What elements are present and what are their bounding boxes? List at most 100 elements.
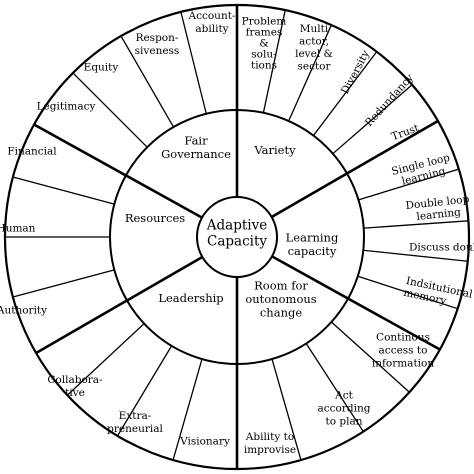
item-label-act-according-line: Act bbox=[334, 390, 353, 402]
dimension-label-governance-line: Fair bbox=[184, 133, 208, 147]
dimension-label-room-line: change bbox=[260, 306, 302, 320]
item-divider bbox=[330, 321, 410, 393]
item-label-multi-actor-line: sector bbox=[297, 60, 331, 72]
item-divider bbox=[363, 220, 469, 229]
dimension-divider bbox=[270, 119, 439, 219]
item-divider bbox=[288, 24, 332, 122]
item-label-continuous-access-line: access to bbox=[379, 345, 428, 357]
item-label-financial-line: Financial bbox=[7, 146, 57, 158]
dimension-divider bbox=[271, 255, 441, 351]
dimension-label-resources: Resources bbox=[125, 211, 185, 225]
item-label-legitimacy: Legitimacy bbox=[37, 101, 96, 113]
item-label-visionary: Visionary bbox=[179, 436, 230, 448]
item-label-visionary-line: Visionary bbox=[179, 436, 230, 448]
item-label-extrapreneurial-line: Extra- bbox=[119, 410, 152, 422]
item-label-problem-frames-line: frames bbox=[246, 27, 283, 39]
item-label-human: Human bbox=[0, 223, 36, 235]
dimension-label-leadership: Leadership bbox=[158, 291, 223, 305]
dimension-label-room-line: outonomous bbox=[245, 292, 316, 306]
wheel-lines bbox=[3, 3, 471, 471]
item-label-problem-frames-line: tions bbox=[251, 60, 277, 72]
item-label-problem-frames-line: & bbox=[259, 38, 268, 50]
item-divider bbox=[332, 84, 413, 155]
item-label-financial: Financial bbox=[7, 146, 57, 158]
item-label-redundancy-line: Redundancy bbox=[363, 72, 416, 129]
item-label-human-line: Human bbox=[0, 223, 36, 235]
item-divider bbox=[358, 168, 460, 201]
item-label-multi-actor-line: Multi bbox=[300, 23, 329, 35]
item-divider bbox=[357, 275, 458, 310]
item-label-responsiveness-line: Respon- bbox=[136, 32, 179, 44]
dimension-label-learning-line: capacity bbox=[288, 244, 337, 258]
item-label-discuss-doubt: Discuss doubt bbox=[409, 242, 474, 254]
item-label-equity-line: Equity bbox=[84, 62, 119, 74]
center-label-line: Capacity bbox=[207, 234, 267, 250]
item-label-redundancy: Redundancy bbox=[363, 72, 416, 129]
item-divider bbox=[262, 9, 286, 113]
item-label-diversity: Diversity bbox=[339, 48, 372, 96]
dimension-divider bbox=[33, 123, 203, 219]
item-divider bbox=[12, 269, 115, 298]
item-label-ability-improvise-line: Ability to bbox=[245, 431, 294, 443]
item-divider bbox=[305, 343, 364, 432]
item-label-authority: Authority bbox=[0, 305, 47, 317]
item-label-double-loop: Double looplearning bbox=[405, 193, 471, 224]
dimension-label-governance-line: Governance bbox=[161, 147, 231, 161]
item-divider bbox=[172, 358, 203, 461]
item-label-multi-actor-line: level & bbox=[295, 48, 333, 60]
item-label-extrapreneurial: Extra-preneurial bbox=[107, 410, 163, 435]
item-divider bbox=[120, 35, 175, 128]
item-divider bbox=[363, 249, 468, 262]
item-label-multi-actor-line: actor, bbox=[299, 35, 329, 47]
dimension-label-leadership-line: Leadership bbox=[158, 291, 223, 305]
center-label-line: Adaptive bbox=[206, 218, 267, 234]
item-divider bbox=[180, 11, 207, 114]
dimension-label-variety-line: Variety bbox=[253, 143, 296, 157]
item-divider bbox=[12, 176, 115, 205]
item-divider bbox=[66, 323, 145, 396]
dimension-label-variety: Variety bbox=[253, 143, 296, 157]
item-label-collaborative: Collabora-tive bbox=[47, 374, 103, 399]
item-label-act-according-line: according bbox=[318, 403, 371, 415]
item-divider bbox=[116, 345, 173, 437]
dimension-divider bbox=[35, 255, 204, 355]
item-label-authority-line: Authority bbox=[0, 305, 47, 317]
item-label-accountability: Account-ability bbox=[188, 10, 236, 35]
item-label-diversity-line: Diversity bbox=[339, 48, 372, 96]
item-label-institutional-memory: Indsitutionalmemory bbox=[402, 275, 474, 313]
item-label-accountability-line: ability bbox=[195, 23, 228, 35]
item-label-continuous-access-line: Continous bbox=[376, 332, 430, 344]
item-label-accountability-line: Account- bbox=[188, 10, 236, 22]
item-label-single-loop: Single looplearning bbox=[390, 152, 454, 190]
item-label-collaborative-line: tive bbox=[65, 387, 85, 399]
dimension-label-resources-line: Resources bbox=[125, 211, 185, 225]
item-label-legitimacy-line: Legitimacy bbox=[37, 101, 96, 113]
item-label-discuss-doubt-line: Discuss doubt bbox=[409, 242, 474, 254]
item-label-responsiveness: Respon-siveness bbox=[135, 32, 180, 57]
item-label-double-loop-line: learning bbox=[416, 206, 462, 223]
dimension-label-learning-line: Learning bbox=[286, 230, 339, 244]
item-label-problem-frames-line: Problem bbox=[242, 16, 287, 28]
item-label-collaborative-line: Collabora- bbox=[47, 374, 103, 386]
item-label-responsiveness-line: siveness bbox=[135, 45, 180, 57]
item-label-act-according-line: to plan bbox=[326, 416, 363, 428]
item-label-continuous-access-line: information bbox=[372, 358, 434, 370]
item-label-extrapreneurial-line: preneurial bbox=[107, 423, 163, 435]
item-label-problem-frames-line: solu- bbox=[251, 49, 277, 61]
item-label-ability-improvise-line: improvise bbox=[244, 444, 296, 456]
item-label-equity: Equity bbox=[84, 62, 119, 74]
item-divider bbox=[72, 72, 148, 148]
dimension-label-room-line: Room for bbox=[254, 279, 308, 293]
item-divider bbox=[271, 358, 302, 461]
item-divider bbox=[312, 51, 378, 136]
